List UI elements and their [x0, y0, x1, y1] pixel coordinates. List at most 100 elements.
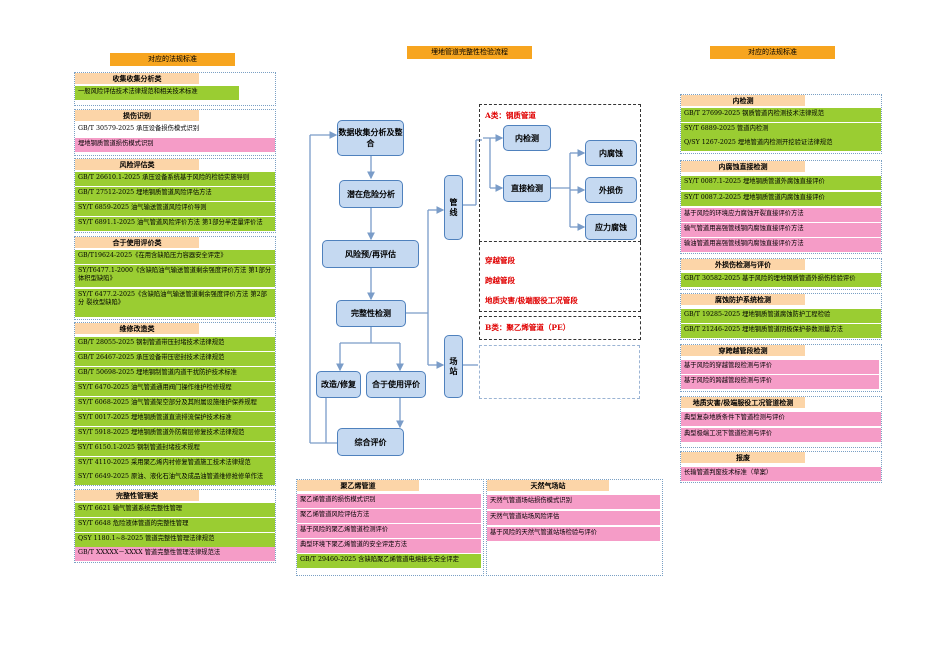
- station-node[interactable]: 场站: [444, 335, 463, 398]
- panel-title: 风险评估类: [75, 159, 199, 170]
- crossing-section-label: 穿越管段: [485, 256, 515, 265]
- standard-row: GB/T 30579-2025 承压设备损伤模式识别: [75, 123, 275, 137]
- standard-row: SY/T6477.1-2000《含缺陷油气输送管道剩余强度评价方法 第1部分 体…: [75, 265, 275, 287]
- standard-row: GB/T 27512-2025 埋地钢质管道风险评估方法: [75, 187, 275, 201]
- inline-inspection-node[interactable]: 内检测: [503, 125, 551, 151]
- risk-assessment-panel: 风险评估类 GB/T 26610.1-2025 承压设备系统基于风险的检验实施导…: [74, 158, 276, 233]
- panel-title: 天然气场站: [487, 480, 609, 491]
- class-b-label: B类：聚乙烯管道（PE）: [485, 323, 571, 332]
- standard-row: SY/T 6621 输气管道系统完整性管理: [75, 503, 275, 517]
- panel-title: 收集收集分析类: [75, 73, 199, 84]
- standard-row: GB/T 26610.1-2025 承压设备系统基于风险的检验实施导则: [75, 172, 275, 186]
- panel-title: 损伤识别: [75, 110, 199, 121]
- geohazard-inspection-panel: 地质灾害/极端服役工况管道检测 典型复杂地质条件下管道检测与评价 典型极端工况下…: [680, 396, 882, 448]
- panel-title: 地质灾害/极端服役工况管道检测: [681, 397, 805, 408]
- standard-row: 基于风险的天然气管道站场检验与评价: [487, 527, 660, 541]
- panel-title: 维修改造类: [75, 323, 199, 334]
- pipeline-node[interactable]: 管线: [444, 175, 463, 240]
- standard-row: SY/T 4110-2025 采用聚乙烯内衬修复管道施工技术法律规范: [75, 457, 275, 471]
- integrity-inspection-step[interactable]: 完整性检测: [336, 300, 406, 327]
- standard-row: 基于风险的跨越管段检测与评价: [681, 375, 879, 389]
- standard-row: 聚乙烯管道的损伤模式识别: [297, 494, 481, 508]
- geohazard-section-label: 地质灾害/极端服役工况管段: [485, 296, 578, 305]
- standard-row: GB/T 28055-2025 钢制管道带压封堵技术法律规范: [75, 337, 275, 351]
- risk-assessment-step[interactable]: 风险预/再评估: [322, 240, 419, 268]
- panel-title: 聚乙烯管道: [297, 480, 419, 491]
- external-damage-panel: 外损伤检测与评价 GB/T 30582-2025 基于风险的埋地钢质管道外损伤检…: [680, 258, 882, 290]
- direct-inspection-node[interactable]: 直接检测: [503, 175, 551, 202]
- standard-row: SY/T 6150.1-2025 钢制管道封堵技术规程: [75, 442, 275, 456]
- repair-panel: 维修改造类 GB/T 28055-2025 钢制管道带压封堵技术法律规范 GB/…: [74, 322, 276, 486]
- standard-row: 典型环境下聚乙烯管道的安全评定方法: [297, 539, 481, 553]
- standard-row: GB/T 30582-2025 基于风险的埋地钢质管道外损伤检验评价: [681, 273, 881, 287]
- left-header: 对应的法规标准: [110, 53, 235, 66]
- panel-title: 穿跨越管段检测: [681, 345, 805, 356]
- standard-row: SY/T 5918-2025 埋地钢质管道外防腐层修复技术法律规范: [75, 427, 275, 441]
- gas-station-panel: 天然气场站 天然气管道场站损伤模式识别 天然气管道站场风险评估 基于风险的天然气…: [486, 479, 663, 576]
- standard-row: 输气管道用高强管线钢内腐蚀直接评价方法: [681, 223, 881, 237]
- scrap-panel: 报废 长输管道判废技术标准（草案）: [680, 451, 882, 483]
- standard-row: 输油管道用高强管线钢内腐蚀直接评价方法: [681, 238, 881, 252]
- standard-row: 一般风险评估技术法律规范和相关技术标准: [75, 86, 239, 100]
- standard-row: GB/T XXXXX－XXXX 管道完整性管理法律规范法: [75, 547, 275, 561]
- data-collection-step[interactable]: 数据收集分析及整合: [337, 120, 404, 156]
- center-header: 埋地管道完整性检验流程: [407, 46, 532, 59]
- standard-row: 聚乙烯管道风险评估方法: [297, 509, 481, 523]
- standard-row: Q/SY 1267-2025 埋地管道内检测开挖验证法律规范: [681, 137, 881, 151]
- standard-row: 天然气管道站场风险评估: [487, 511, 660, 525]
- class-a-label: A类：钢质管道: [485, 111, 536, 120]
- pe-pipeline-panel: 聚乙烯管道 聚乙烯管道的损伤模式识别 聚乙烯管道风险评估方法 基于风险的聚乙烯管…: [296, 479, 484, 576]
- standard-row: SY/T 0017-2025 埋地钢质管道直流排流保护技术标准: [75, 412, 275, 426]
- standard-row: SY/T 6477.2-2025《含缺陷油气输送管道剩余强度评价方法 第2部分 …: [75, 289, 275, 317]
- standard-row: SY/T 6648 危险液体管道的完整性管理: [75, 518, 275, 532]
- standard-row: SY/T 6068-2025 油气管道架空部分及其附属设施维护保养规程: [75, 397, 275, 411]
- stress-corrosion-node[interactable]: 应力腐蚀: [585, 214, 637, 240]
- standard-row: QSY 1180.1~8-2025 管道完整性管理法律规范: [75, 533, 275, 547]
- standard-row: GB/T 26467-2025 承压设备带压密封技术法律规范: [75, 352, 275, 366]
- standard-row: SY/T 6859-2025 油气输送管道风险评价导则: [75, 202, 275, 216]
- direct-inspection-panel: 内腐蚀直接检测 SY/T 0087.1-2025 埋地钢质管道外腐蚀直接评价 S…: [680, 160, 882, 254]
- panel-title: 内检测: [681, 95, 805, 106]
- standard-row: GB/T 21246-2025 埋地钢质管道阴极保护参数测量方法: [681, 324, 881, 338]
- internal-corrosion-node[interactable]: 内腐蚀: [585, 140, 637, 166]
- standard-row: SY/T 0087.2-2025 埋地钢质管道内腐蚀直接评价: [681, 192, 881, 206]
- standard-row: 长输管道判废技术标准（草案）: [681, 467, 881, 481]
- data-collection-panel: 收集收集分析类 一般风险评估技术法律规范和相关技术标准: [74, 72, 276, 106]
- standard-row: GB/T19624-2025《在用含缺陷压力容器安全评定》: [75, 250, 275, 264]
- standard-row: 天然气管道场站损伤模式识别: [487, 495, 660, 509]
- standard-row: GB/T 27699-2025 钢质管道内检测技术法律规范: [681, 108, 881, 122]
- overall-evaluation-step[interactable]: 综合评价: [337, 428, 404, 456]
- panel-title: 外损伤检测与评价: [681, 259, 805, 270]
- standard-row: GB/T 19285-2025 埋地钢质管道腐蚀防护工程检验: [681, 309, 881, 323]
- spanning-section-label: 跨越管段: [485, 276, 515, 285]
- standard-row: 典型复杂地质条件下管道检测与评价: [681, 412, 881, 426]
- panel-title: 腐蚀防护系统检测: [681, 294, 805, 305]
- class-b-region: [479, 316, 641, 340]
- standard-row: 基于风险的穿越管段检测与评价: [681, 360, 879, 374]
- standard-row: GB/T 50698-2025 埋地钢制管道内道干扰防护技术标准: [75, 367, 275, 381]
- potential-hazard-step[interactable]: 潜在危险分析: [339, 180, 403, 208]
- panel-title: 内腐蚀直接检测: [681, 161, 805, 172]
- external-damage-node[interactable]: 外损伤: [585, 177, 637, 203]
- standard-row: 基于风险的聚乙烯管道检测评价: [297, 524, 481, 538]
- fitness-for-service-step[interactable]: 合于使用评价: [366, 371, 426, 398]
- standard-row: SY/T 6649-2025 原油、液化石油气及成品油管道维修抢修单作法: [75, 471, 275, 485]
- repair-step[interactable]: 改造/修复: [316, 371, 361, 398]
- class-a-region: [479, 104, 641, 242]
- station-detail-region: [479, 345, 640, 399]
- panel-title: 完整性管理类: [75, 490, 199, 501]
- standard-row: 典型极端工况下管道检测与评价: [681, 428, 881, 442]
- class-a-sections-region: [479, 242, 641, 312]
- crossing-inspection-panel: 穿跨越管段检测 基于风险的穿越管段检测与评价 基于风险的跨越管段检测与评价: [680, 344, 882, 392]
- right-header: 对应的法规标准: [710, 46, 835, 59]
- standard-row: 埋地钢质管道损伤模式识别: [75, 138, 275, 152]
- standard-row: SY/T 6889-2025 管道内检测: [681, 123, 881, 137]
- standard-row: GB/T 29460-2025 含缺陷聚乙烯管道电熔接头安全评定: [297, 554, 481, 568]
- fitness-panel: 合于使用评价类 GB/T19624-2025《在用含缺陷压力容器安全评定》 SY…: [74, 236, 276, 320]
- standard-row: SY/T 6891.1-2025 油气管道风险评价方法 第1部分半定量评价法: [75, 217, 275, 231]
- integrity-mgmt-panel: 完整性管理类 SY/T 6621 输气管道系统完整性管理 SY/T 6648 危…: [74, 489, 276, 563]
- panel-title: 报废: [681, 452, 805, 463]
- inline-inspection-panel: 内检测 GB/T 27699-2025 钢质管道内检测技术法律规范 SY/T 6…: [680, 94, 882, 154]
- standard-row: 基于风险的环境应力腐蚀开裂直接评价方法: [681, 208, 881, 222]
